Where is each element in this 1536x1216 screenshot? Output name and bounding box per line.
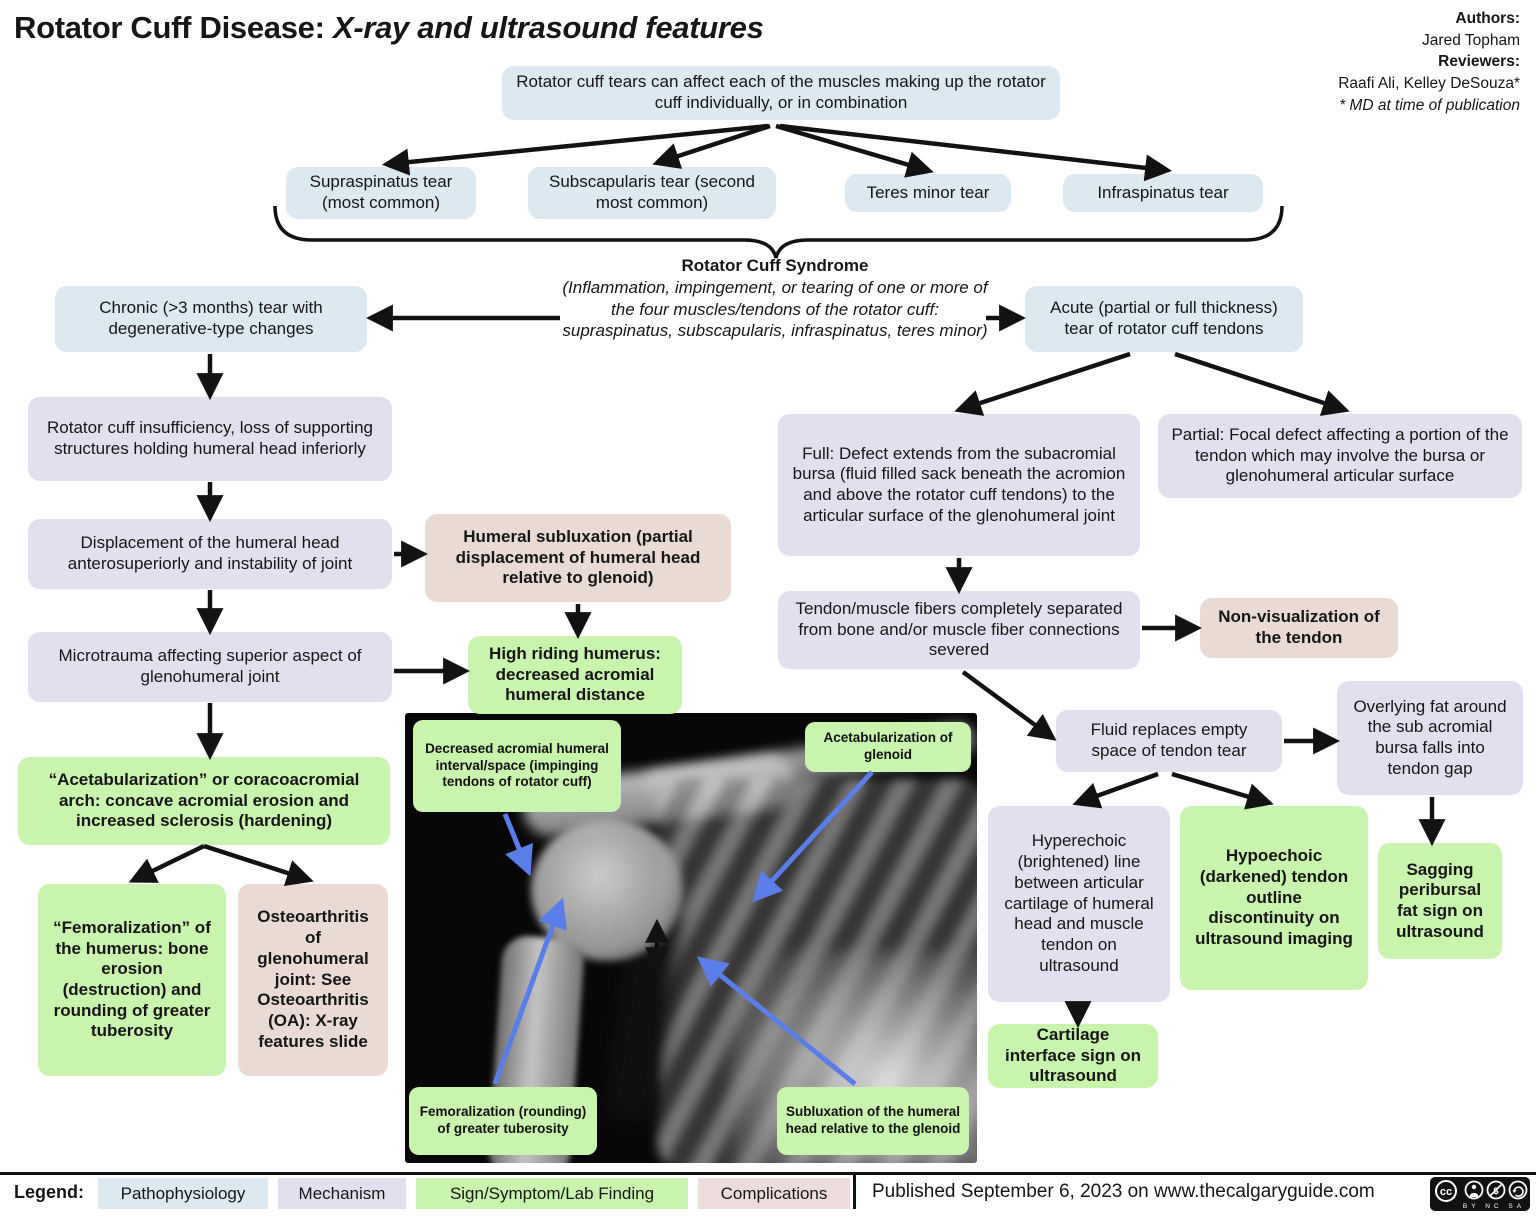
arrow-fluid-to-hypoechoic: [1171, 771, 1274, 810]
legend-divider: [853, 1175, 856, 1209]
node-acetabularization: “Acetabularization” or coracoacromial ar…: [18, 757, 390, 845]
page-title-subtitle: X-ray and ultrasound features: [324, 10, 764, 45]
reviewers-note: * MD at time of publication: [1339, 96, 1520, 114]
node-fluid-replaces: Fluid replaces empty space of tendon tea…: [1056, 710, 1282, 772]
node-fibers-severed: Tendon/muscle fibers completely separate…: [778, 591, 1140, 669]
legend-bar: Legend: Pathophysiology Mechanism Sign/S…: [0, 1172, 1536, 1211]
node-microtrauma: Microtrauma affecting superior aspect of…: [28, 632, 392, 702]
arrow-acute-to-full: [954, 351, 1131, 416]
node-overlying-fat: Overlying fat around the sub acromial bu…: [1337, 681, 1523, 795]
arrow-intro-to-infraspinatus: [779, 123, 1173, 182]
authors-names: Jared Topham: [1422, 31, 1520, 49]
legend-mechanism: Mechanism: [278, 1178, 406, 1209]
node-hyperechoic-line: Hyperechoic (brightened) line between ar…: [988, 806, 1170, 1002]
node-subscapularis-tear: Subscapularis tear (second most common): [528, 167, 776, 219]
node-infraspinatus-tear: Infraspinatus tear: [1063, 174, 1263, 212]
node-non-visualization: Non-visualization of the tendon: [1200, 598, 1398, 658]
node-femoralization: “Femoralization” of the humerus: bone er…: [38, 884, 226, 1076]
node-rotator-cuff-syndrome: Rotator Cuff Syndrome (Inflammation, imp…: [560, 255, 990, 342]
node-cuff-insufficiency: Rotator cuff insufficiency, loss of supp…: [28, 397, 392, 481]
node-partial-defect: Partial: Focal defect affecting a portio…: [1158, 414, 1522, 498]
xray-label-decreased-interval: Decreased acromial humeral interval/spac…: [413, 720, 621, 812]
arrow-acute-to-partial: [1174, 351, 1350, 416]
credits-block: Authors: Jared Topham Reviewers: Raafi A…: [1338, 8, 1520, 116]
node-teres-minor-tear: Teres minor tear: [845, 174, 1011, 212]
node-supraspinatus-tear: Supraspinatus tear (most common): [286, 167, 476, 219]
cc-license-icon: cc $ BY NC SA: [1430, 1177, 1530, 1211]
xray-label-femoralization: Femoralization (rounding) of greater tub…: [409, 1087, 597, 1155]
node-osteoarthritis: Osteoarthritis of glenohumeral joint: Se…: [238, 884, 388, 1076]
reviewers-names: Raafi Ali, Kelley DeSouza*: [1338, 75, 1520, 93]
node-acute-tear: Acute (partial or full thickness) tear o…: [1025, 286, 1303, 352]
legend-complications: Complications: [698, 1178, 850, 1209]
node-chronic-tear: Chronic (>3 months) tear with degenerati…: [55, 286, 367, 352]
syndrome-title: Rotator Cuff Syndrome: [681, 256, 869, 275]
authors-label: Authors:: [1455, 10, 1520, 27]
node-cartilage-interface-sign: Cartilage interface sign on ultrasound: [988, 1024, 1158, 1088]
legend-sign-symptom: Sign/Symptom/Lab Finding: [416, 1178, 688, 1209]
cc-license-badge: cc $ BY NC SA: [1430, 1177, 1530, 1216]
shoulder-xray-image: Decreased acromial humeral interval/spac…: [405, 713, 977, 1163]
arrow-intro-to-teres: [775, 123, 934, 178]
node-humeral-subluxation: Humeral subluxation (partial displacemen…: [425, 514, 731, 602]
node-humeral-displacement: Displacement of the humeral head anteros…: [28, 519, 392, 589]
svg-text:$: $: [1493, 1186, 1499, 1197]
arrow-acetabularization-to-femoralization: [128, 843, 205, 883]
node-high-riding-humerus: High riding humerus: decreased acromial …: [468, 636, 682, 714]
xray-label-subluxation: Subluxation of the humeral head relative…: [777, 1087, 969, 1155]
node-sagging-fat-sign: Sagging peribursal fat sign on ultrasoun…: [1378, 843, 1502, 959]
legend-label: Legend:: [14, 1182, 84, 1202]
arrow-intro-to-supraspinatus: [381, 123, 769, 176]
page-title-main: Rotator Cuff Disease:: [14, 10, 325, 45]
arrow-acetabularization-to-osteoarthritis: [203, 843, 314, 887]
node-hypoechoic-outline: Hypoechoic (darkened) tendon outline dis…: [1180, 806, 1368, 990]
cc-glyph: cc: [1440, 1186, 1452, 1198]
reviewers-label: Reviewers:: [1438, 53, 1520, 71]
legend-pathophysiology: Pathophysiology: [98, 1178, 268, 1209]
syndrome-description: (Inflammation, impingement, or tearing o…: [562, 277, 988, 341]
xray-label-acetabularization-glenoid: Acetabularization of glenoid: [805, 722, 971, 772]
arrow-fluid-to-hyperechoic: [1072, 771, 1159, 809]
published-text: Published September 6, 2023 on www.theca…: [872, 1181, 1375, 1202]
cc-license-text: BY NC SA: [1463, 1203, 1525, 1210]
page-title: Rotator Cuff Disease: X-ray and ultrasou…: [14, 10, 764, 46]
node-intro: Rotator cuff tears can affect each of th…: [502, 66, 1060, 120]
arrow-intro-to-subscapularis: [652, 123, 771, 169]
node-full-defect: Full: Defect extends from the subacromia…: [778, 414, 1140, 556]
